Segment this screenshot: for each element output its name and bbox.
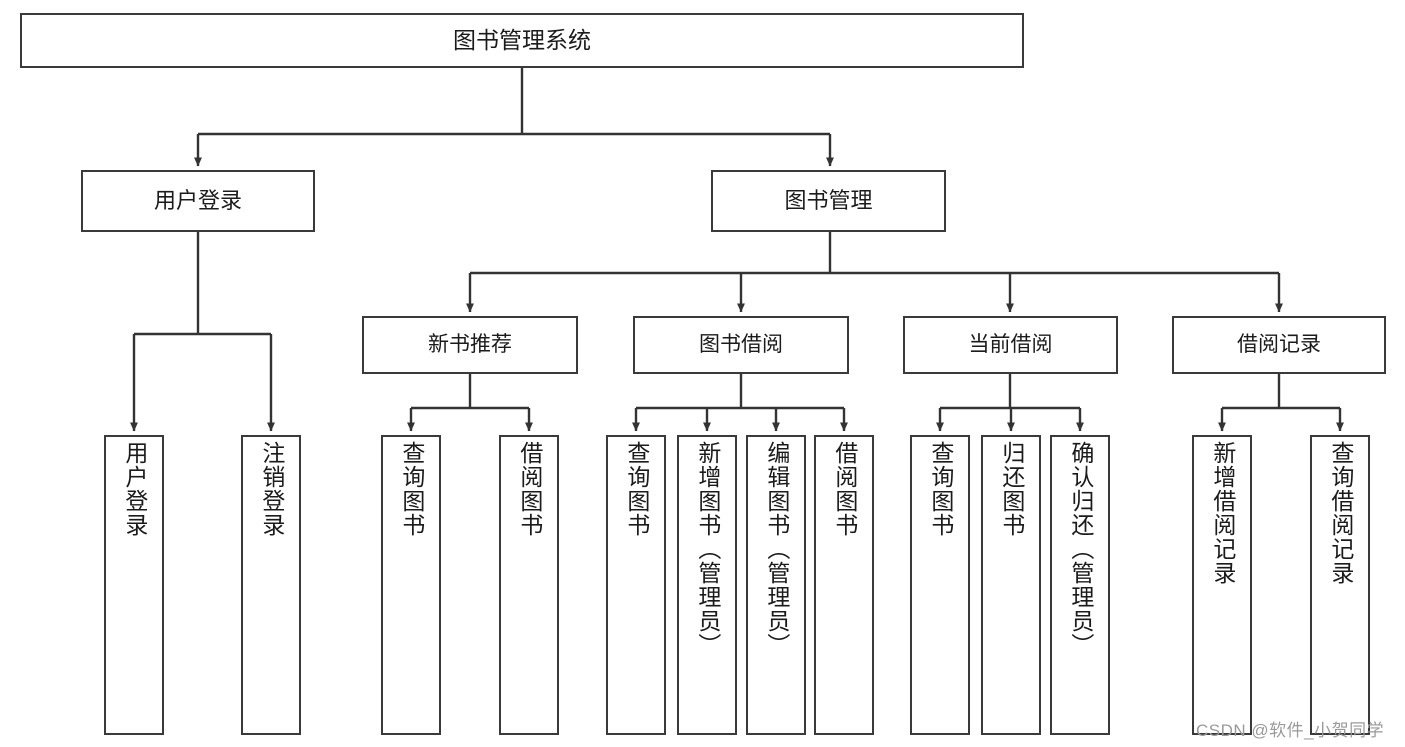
node-leaf-logout[interactable]: 注销登录 [241,435,301,735]
node-label: 新增借阅记录 [1209,441,1236,585]
node-leaf-bb-borrow-book[interactable]: 借阅图书 [814,435,874,735]
node-label: 查询图书 [623,441,650,537]
node-leaf-cb-query-book[interactable]: 查询图书 [910,435,970,735]
node-leaf-nb-borrow-book[interactable]: 借阅图书 [499,435,559,735]
node-leaf-bb-edit-book-admin[interactable]: 编辑图书（管理员） [746,435,806,735]
node-label: 图书管理系统 [453,27,591,54]
node-label: 图书管理 [784,188,873,214]
node-label: 新书推荐 [428,332,512,356]
node-label: 当前借阅 [968,332,1053,356]
node-borrow-records[interactable]: 借阅记录 [1172,316,1386,374]
node-book-management-system[interactable]: 图书管理系统 [20,13,1024,68]
node-book-borrowing[interactable]: 图书借阅 [633,316,849,374]
node-leaf-cb-return-book[interactable]: 归还图书 [981,435,1041,735]
node-leaf-cb-confirm-return-admin[interactable]: 确认归还（管理员） [1050,435,1110,735]
node-label: 借阅图书 [831,441,858,537]
node-leaf-nb-query-book[interactable]: 查询图书 [381,435,441,735]
node-leaf-rec-query-record[interactable]: 查询借阅记录 [1310,435,1370,735]
csdn-watermark: CSDN @软件_小贺同学 [1196,721,1385,740]
node-label: 注销登录 [258,441,285,537]
node-label: 查询图书 [927,441,954,537]
node-user-login[interactable]: 用户登录 [81,170,315,232]
node-label: 编辑图书（管理员） [763,441,790,657]
node-leaf-bb-add-book-admin[interactable]: 新增图书（管理员） [677,435,737,735]
node-label: 查询图书 [398,441,425,537]
node-label: 借阅图书 [516,441,543,537]
node-label: 确认归还（管理员） [1067,441,1094,657]
node-label: 新增图书（管理员） [694,441,721,657]
node-label: 查询借阅记录 [1327,441,1354,585]
node-current-borrowing[interactable]: 当前借阅 [903,316,1118,374]
node-leaf-user-login[interactable]: 用户登录 [104,435,164,735]
node-label: 借阅记录 [1237,332,1321,356]
node-label: 用户登录 [153,188,242,214]
node-leaf-bb-query-book[interactable]: 查询图书 [606,435,666,735]
node-book-management[interactable]: 图书管理 [711,170,946,232]
node-label: 用户登录 [121,441,148,537]
node-label: 归还图书 [998,441,1025,537]
node-leaf-rec-add-record[interactable]: 新增借阅记录 [1192,435,1252,735]
node-label: 图书借阅 [699,332,783,356]
node-new-book-recommendation[interactable]: 新书推荐 [362,316,578,374]
